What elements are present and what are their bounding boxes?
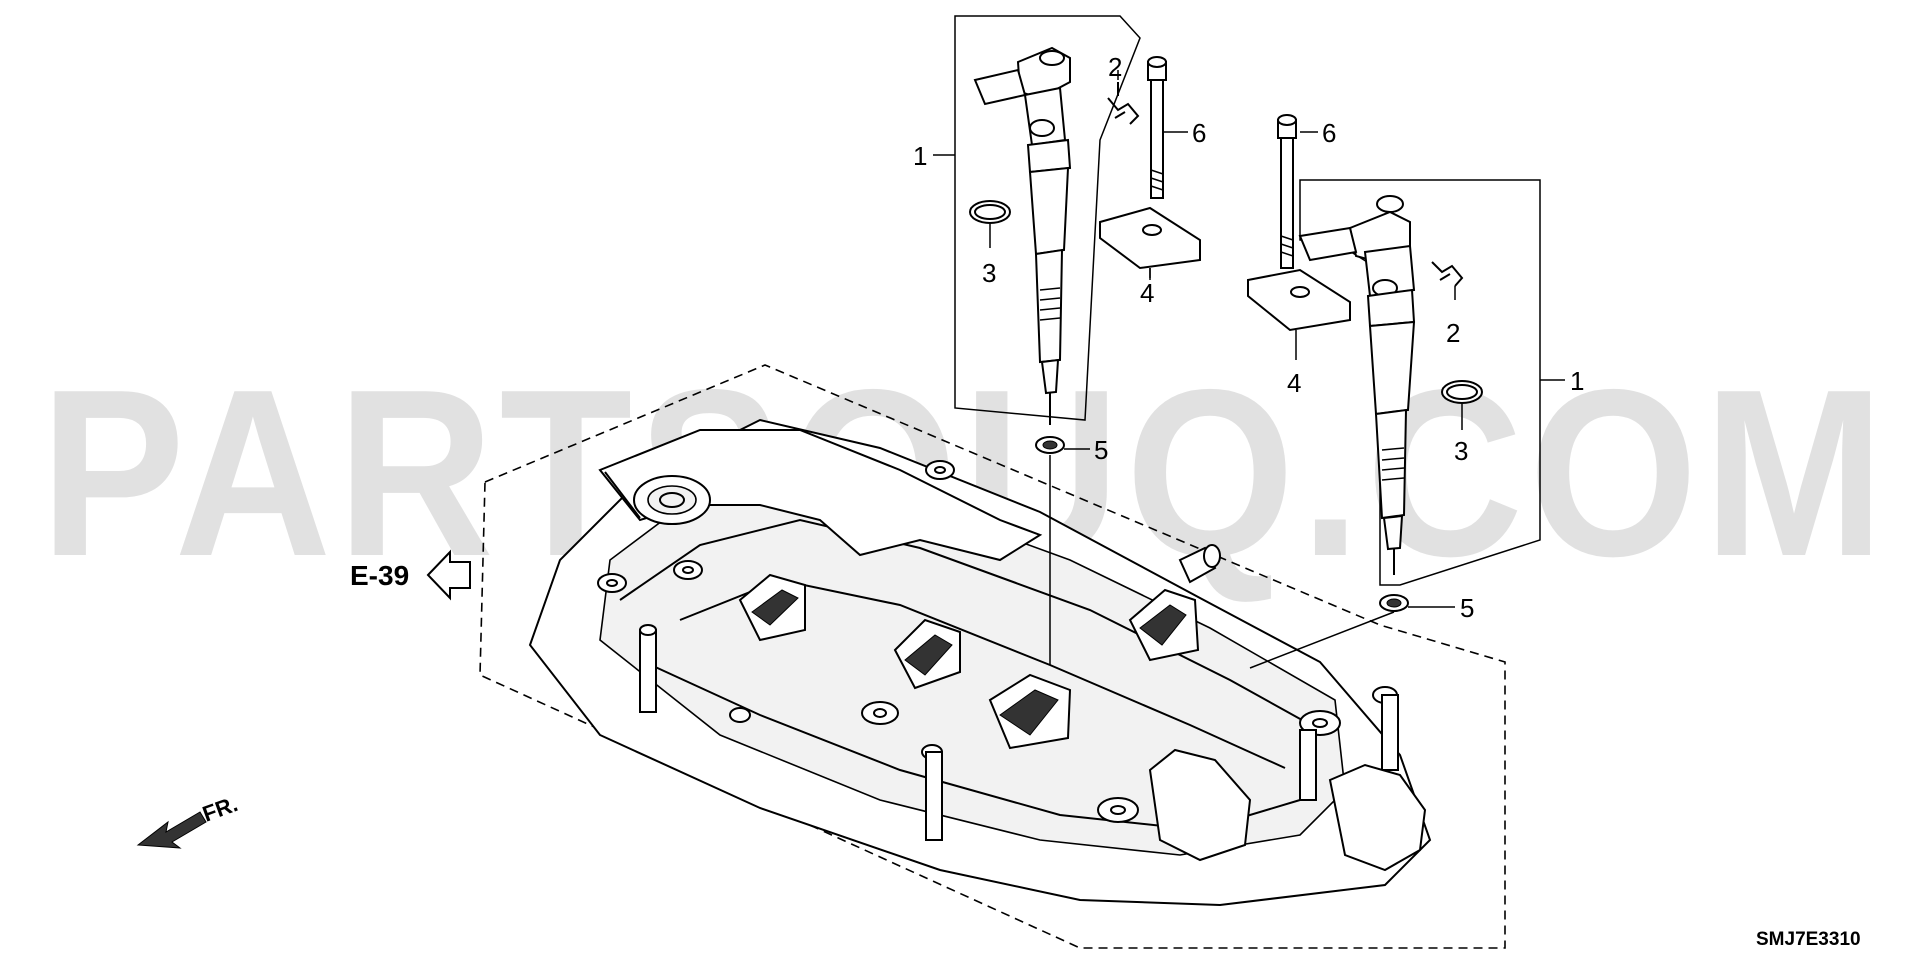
callout-right-oring: 3 [1454, 436, 1468, 466]
callout-left-washer: 5 [1094, 435, 1108, 465]
right-injector-bolt [1277, 114, 1297, 269]
diagram-code: SMJ7E3310 [1756, 929, 1861, 950]
callout-right-injector: 1 [1570, 366, 1584, 396]
callout-left-oring: 3 [982, 258, 996, 288]
left-injector-group: 1 2 3 4 5 6 [913, 15, 1206, 665]
right-injector-group: 1 2 3 4 5 6 [1247, 114, 1584, 669]
reference-e39[interactable]: E-39 [350, 549, 471, 601]
callout-right-bolt: 6 [1322, 118, 1336, 148]
callout-right-clamp: 4 [1287, 368, 1301, 398]
callout-left-injector: 1 [913, 141, 927, 171]
callout-left-bolt: 6 [1192, 118, 1206, 148]
front-label: FR. [199, 791, 241, 827]
reference-label[interactable]: E-39 [350, 560, 409, 591]
cylinder-head-cover [528, 418, 1432, 907]
left-group-bracket [954, 15, 1141, 421]
left-injector-bolt [1147, 56, 1167, 199]
assembly-dashed-outline [479, 364, 1506, 949]
callout-left-clip: 2 [1108, 52, 1122, 82]
callout-right-washer: 5 [1460, 593, 1474, 623]
callout-right-clip: 2 [1446, 318, 1460, 348]
front-indicator: FR. [136, 791, 241, 849]
reference-arrow-icon [426, 549, 471, 601]
left-fuel-injector [973, 46, 1072, 425]
cover-posts [639, 624, 1399, 841]
left-injector-clip [1107, 82, 1140, 125]
front-arrow-icon [136, 811, 207, 849]
right-injector-clip [1431, 261, 1464, 287]
right-fuel-injector [1298, 195, 1416, 575]
injector-wells [738, 573, 1200, 750]
right-injector-clamp [1247, 268, 1351, 360]
callout-left-clamp: 4 [1140, 278, 1154, 308]
